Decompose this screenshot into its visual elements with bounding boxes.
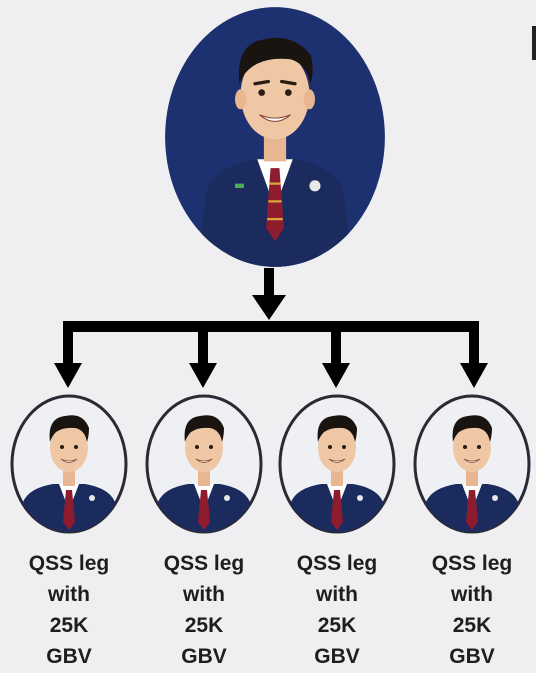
- drop-arrow-4: [460, 363, 488, 388]
- drop-line-4: [469, 321, 479, 365]
- label-line: GBV: [449, 645, 495, 668]
- label-line: QSS leg: [296, 552, 378, 575]
- label-line: with: [451, 583, 493, 606]
- drop-arrow-3: [322, 363, 350, 388]
- person-icon: [152, 415, 256, 532]
- label-line: GBV: [314, 645, 360, 668]
- child-avatar-2: [145, 394, 263, 534]
- person-icon: [420, 415, 524, 532]
- drop-line-3: [331, 321, 341, 365]
- child-label-4: QSS leg with 25K GBV: [412, 548, 532, 672]
- root-avatar: [165, 7, 385, 267]
- label-line: GBV: [46, 645, 92, 668]
- person-icon: [285, 415, 389, 532]
- person-icon: [197, 37, 353, 267]
- child-label-1: QSS leg with 25K GBV: [9, 548, 129, 672]
- label-line: 25K: [452, 614, 492, 637]
- label-line: 25K: [49, 614, 89, 637]
- drop-line-1: [63, 321, 73, 365]
- root-arrow: [252, 295, 286, 320]
- drop-line-2: [198, 321, 208, 365]
- label-line: QSS leg: [163, 552, 245, 575]
- edge-mark: [532, 26, 536, 60]
- label-line: QSS leg: [28, 552, 110, 575]
- child-avatar-4: [413, 394, 531, 534]
- child-label-2: QSS leg with 25K GBV: [144, 548, 264, 672]
- label-line: with: [183, 583, 225, 606]
- horizontal-bar: [63, 321, 479, 332]
- label-line: with: [316, 583, 358, 606]
- label-line: 25K: [184, 614, 224, 637]
- label-line: GBV: [181, 645, 227, 668]
- drop-arrow-2: [189, 363, 217, 388]
- label-line: 25K: [317, 614, 357, 637]
- person-icon: [17, 415, 121, 532]
- root-stem: [264, 268, 274, 298]
- child-label-3: QSS leg with 25K GBV: [277, 548, 397, 672]
- label-line: QSS leg: [431, 552, 513, 575]
- child-avatar-3: [278, 394, 396, 534]
- child-avatar-1: [10, 394, 128, 534]
- label-line: with: [48, 583, 90, 606]
- drop-arrow-1: [54, 363, 82, 388]
